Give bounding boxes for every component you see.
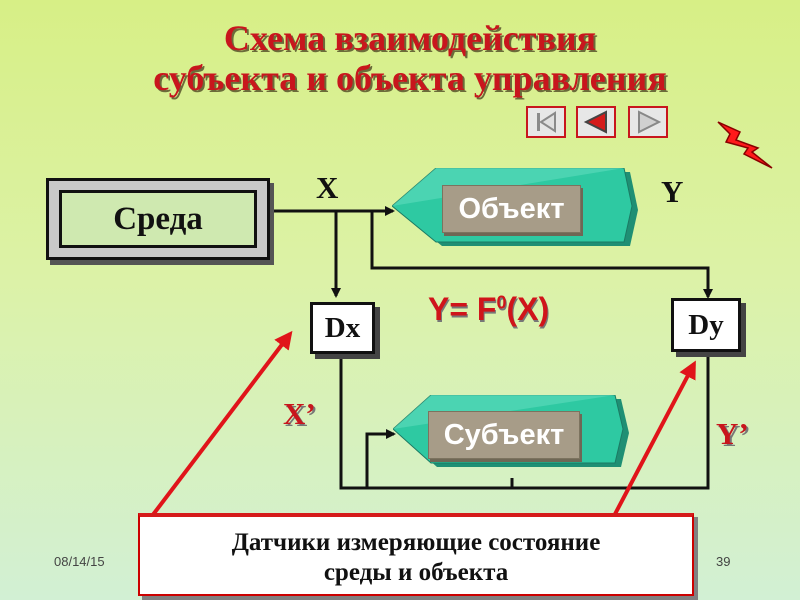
sensor-dy: Dy [671, 298, 741, 352]
skip-to-first-icon [537, 111, 556, 133]
formula-rhs: (X) [506, 291, 550, 327]
callout-line-2: среды и объекта [323, 559, 509, 586]
footer-date: 08/14/15 [54, 554, 105, 569]
first-slide-button[interactable] [526, 106, 566, 138]
slide-title: Схема взаимодействия субъекта и объекта … [40, 18, 780, 98]
footer-page-number: 39 [716, 554, 731, 569]
next-slide-icon [638, 110, 662, 134]
formula-superscript: 0 [496, 292, 507, 313]
environment-label: Среда [59, 190, 257, 248]
line-object-to-dy [370, 211, 710, 296]
callout-line-1: Датчики измеряющие состояние [231, 529, 601, 556]
lightning-icon [717, 121, 773, 169]
label-x: X [316, 170, 339, 205]
callout-arrow-dx [150, 330, 293, 518]
previous-slide-button[interactable] [576, 106, 616, 138]
label-y: Y [661, 174, 684, 209]
previous-slide-icon [583, 110, 607, 134]
environment-block: Среда [46, 178, 270, 260]
callout-arrow-dy [612, 360, 696, 517]
line-to-subject [365, 429, 396, 488]
subject-label: Субъект [428, 411, 580, 459]
object-label: Объект [442, 185, 581, 233]
formula-lhs: Y= F [428, 291, 497, 327]
formula: Y= F0(X) [428, 291, 549, 328]
label-x-prime: X’ [283, 396, 316, 431]
next-slide-button[interactable] [628, 106, 668, 138]
line-sensors-loop [339, 352, 710, 490]
label-y-prime: Y’ [716, 416, 749, 451]
sensor-dx: Dx [310, 302, 375, 354]
sensors-callout: Датчики измеряющие состояние среды и объ… [138, 513, 694, 596]
slide-title-line-1: Схема взаимодействия [223, 18, 597, 58]
slide-title-line-2: субъекта и объекта управления [153, 58, 667, 98]
